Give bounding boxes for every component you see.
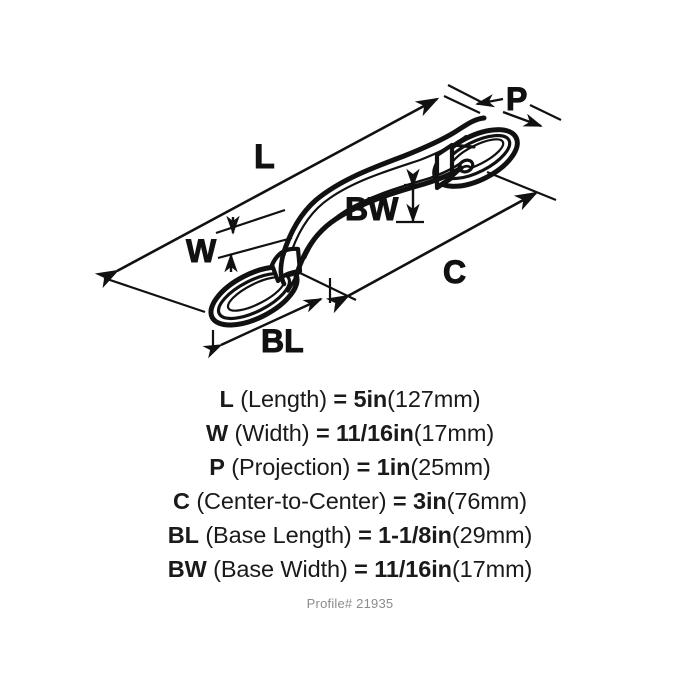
- spec-row-center-to-center: C (Center-to-Center) = 3in(76mm): [0, 484, 700, 518]
- spec-value: 1-1/8in: [378, 522, 452, 548]
- spec-row-base-width: BW (Base Width) = 11/16in(17mm): [0, 552, 700, 586]
- spec-value: 3in: [412, 488, 447, 514]
- spec-symbol: C: [173, 488, 190, 514]
- spec-equals: =: [358, 522, 372, 548]
- profile-number: Profile# 21935: [306, 596, 394, 611]
- dimension-P-arrow-left: [475, 94, 504, 108]
- spec-metric: (29mm): [451, 522, 533, 548]
- spec-metric: (17mm): [413, 420, 495, 446]
- spec-name: (Projection): [231, 454, 351, 480]
- dimension-diagram: L W P C: [94, 80, 562, 360]
- spec-symbol: L: [219, 386, 234, 412]
- label-L: L: [254, 138, 275, 176]
- dimension-C-ext-far: [486, 170, 557, 202]
- label-BL: BL: [261, 323, 304, 359]
- spec-symbol: P: [209, 454, 225, 480]
- dimension-BL-line: [202, 297, 323, 359]
- spec-value: 11/16in: [336, 420, 414, 446]
- spec-metric: (25mm): [410, 454, 491, 480]
- spec-equals: =: [315, 420, 330, 446]
- dimension-L-line: [94, 97, 440, 289]
- spec-value: 11/16in: [374, 556, 452, 582]
- spec-value: 1in: [376, 454, 411, 480]
- spec-name: (Length): [240, 386, 327, 412]
- dimension-P-arrow-right: [502, 110, 543, 128]
- spec-symbol: BL: [167, 522, 199, 548]
- spec-name: (Center-to-Center): [196, 488, 387, 514]
- right-junction: [438, 166, 463, 187]
- dimension-P: P: [447, 81, 562, 128]
- label-W: W: [186, 233, 217, 269]
- spec-equals: =: [354, 556, 368, 582]
- spec-equals: =: [333, 386, 348, 412]
- spec-value: 5in: [353, 386, 388, 412]
- spec-metric: (76mm): [446, 488, 527, 514]
- spec-row-width: W (Width) = 11/16in(17mm): [0, 416, 700, 450]
- dimension-L-ext-left: [103, 276, 206, 314]
- spec-name: (Base Length): [205, 522, 352, 548]
- label-BW: BW: [345, 191, 399, 227]
- spec-symbol: BW: [167, 556, 207, 582]
- label-C: C: [443, 254, 466, 290]
- dimension-BL: BL: [202, 278, 332, 360]
- spec-row-projection: P (Projection) = 1in(25mm): [0, 450, 700, 484]
- dimension-W: W: [186, 208, 293, 273]
- spec-equals: =: [356, 454, 371, 480]
- dimension-C-ext-near: [297, 271, 357, 301]
- dimension-L-ext-right: [443, 95, 481, 114]
- spec-name: (Base Width): [213, 556, 348, 582]
- spec-name: (Width): [234, 420, 310, 446]
- spec-metric: (127mm): [387, 386, 481, 412]
- spec-symbol: W: [205, 420, 229, 446]
- dimension-BW: BW: [345, 168, 424, 228]
- dimension-C-line: [325, 191, 539, 314]
- spec-equals: =: [392, 488, 407, 514]
- spec-row-length: L (Length) = 5in(127mm): [0, 382, 700, 416]
- dimension-L: L: [94, 95, 481, 314]
- label-P: P: [506, 81, 527, 117]
- dimension-C: C: [297, 170, 557, 314]
- spec-metric: (17mm): [451, 556, 533, 582]
- diagram-svg: L W P C: [94, 80, 562, 360]
- spec-row-base-length: BL (Base Length) = 1-1/8in(29mm): [0, 518, 700, 552]
- dimension-P-ext-right: [529, 104, 562, 121]
- specifications-list: L (Length) = 5in(127mm) W (Width) = 11/1…: [0, 382, 700, 586]
